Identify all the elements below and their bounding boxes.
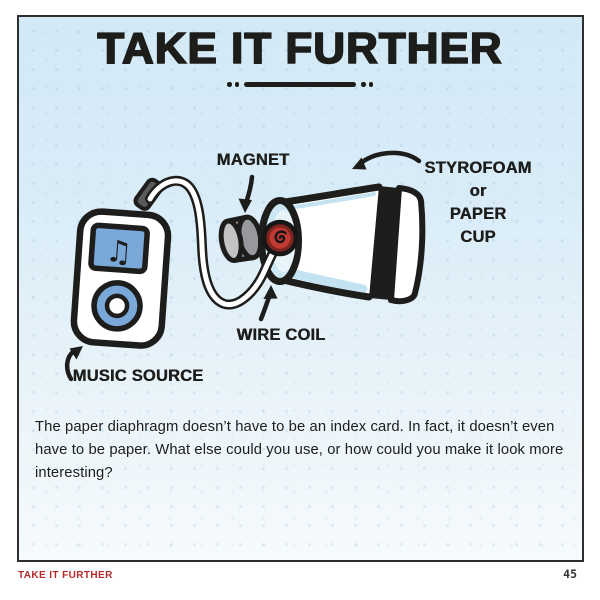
- music-player-illustration: ♫: [70, 208, 172, 349]
- cup-illustration: [258, 183, 426, 305]
- page-title: TAKE IT FURTHER: [97, 24, 503, 73]
- page-number: 45: [563, 567, 577, 581]
- wire-coil-illustration: [261, 219, 299, 257]
- title-divider: [0, 82, 600, 87]
- wire-coil-arrowhead: [263, 285, 278, 299]
- annotation-arrows: [64, 150, 422, 382]
- label-styrofoam-or-paper-cup: STYROFOAM or PAPER CUP: [413, 157, 543, 249]
- music-source-arrowhead: [69, 346, 83, 360]
- music-note-icon: ♫: [104, 234, 133, 271]
- magnet-arrow: [243, 174, 255, 206]
- label-cup-line: or: [469, 182, 487, 200]
- footer-section-label: TAKE IT FURTHER: [18, 570, 113, 581]
- label-wire-coil: WIRE COIL: [236, 326, 326, 344]
- label-music-source: MUSIC SOURCE: [72, 367, 204, 385]
- label-magnet: MAGNET: [216, 151, 290, 169]
- divider-dot: [368, 82, 373, 87]
- label-cup-line: PAPER: [449, 205, 507, 223]
- magnet-illustration: [218, 214, 264, 264]
- divider-bar: [244, 82, 356, 87]
- label-cup-line: STYROFOAM: [424, 159, 532, 177]
- body-paragraph: The paper diaphragm doesn’t have to be a…: [35, 416, 563, 486]
- wire-illustration: [145, 175, 280, 310]
- cup-arrowhead: [352, 157, 367, 170]
- cup-arrow: [359, 150, 422, 165]
- body-text-line: have to be paper. What else could you us…: [35, 442, 564, 459]
- label-cup-line: CUP: [460, 228, 496, 246]
- divider-dot: [227, 82, 232, 87]
- magnet-arrowhead: [238, 198, 252, 213]
- divider-dot: [234, 82, 239, 87]
- body-text-line: The paper diaphragm doesn’t have to be a…: [35, 419, 555, 435]
- divider-dot: [361, 82, 366, 87]
- body-text-line: interesting?: [35, 465, 113, 482]
